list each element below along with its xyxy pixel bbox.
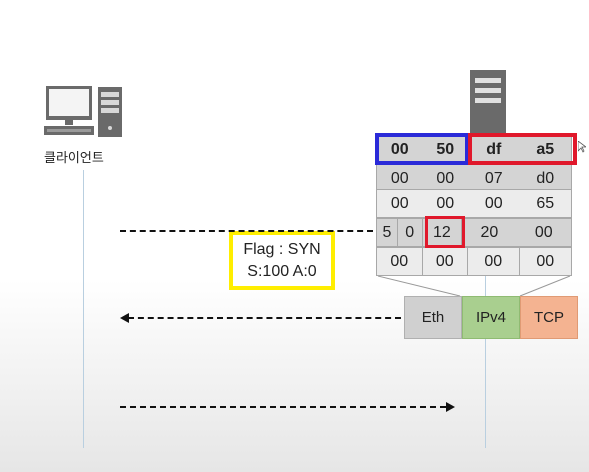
header-byte: 00 [536, 252, 555, 270]
header-byte: d0 [536, 169, 555, 187]
header-byte: 00 [436, 194, 455, 212]
client-lifeline [83, 170, 84, 448]
flag-info-line2: S:100 A:0 [247, 262, 317, 280]
header-flags: 12 [423, 219, 463, 246]
header-reserved: 0 [398, 219, 423, 246]
header-byte: 00 [436, 169, 455, 187]
tcp-header-row: 00 00 00 65 [376, 189, 572, 218]
server-tower-icon [470, 70, 506, 136]
header-byte: 00 [484, 194, 503, 212]
response-arrowhead [120, 313, 129, 323]
header-byte: 50 [436, 140, 455, 158]
header-data-offset: 5 [377, 219, 398, 246]
tcp-header-row: 5 0 12 20 00 [376, 218, 572, 247]
server-lifeline [485, 276, 486, 448]
header-byte: 20 [480, 223, 499, 241]
response-arrow-line [128, 317, 401, 319]
header-byte: 00 [468, 248, 520, 275]
header-byte: 00 [390, 194, 409, 212]
header-byte: 07 [484, 169, 503, 187]
flag-info-line1: Flag : SYN [243, 240, 321, 258]
header-byte: a5 [536, 140, 555, 158]
syn-arrow-line [120, 230, 373, 232]
mouse-cursor-icon [577, 140, 588, 153]
tcp-header-row: 00 50 df a5 [376, 135, 572, 164]
desktop-computer-icon [44, 84, 124, 140]
client-label: 클라이언트 [44, 150, 104, 165]
header-byte: 00 [390, 169, 409, 187]
header-byte: df [486, 140, 502, 158]
header-byte: 00 [423, 248, 469, 275]
ack-arrow-line [120, 406, 446, 408]
flag-info-box: Flag : SYN S:100 A:0 [229, 231, 335, 290]
layer-tcp: TCP [520, 296, 578, 339]
layer-eth: Eth [404, 296, 462, 339]
tcp-header-row: 00 00 07 d0 [376, 164, 572, 193]
header-byte: 00 [534, 223, 553, 241]
layer-ipv4: IPv4 [462, 296, 520, 339]
tcp-header-row: 00 00 00 00 [376, 247, 572, 276]
header-byte: 00 [390, 140, 409, 158]
header-byte: 65 [536, 194, 555, 212]
ack-arrowhead [446, 402, 455, 412]
header-byte: 00 [377, 248, 423, 275]
